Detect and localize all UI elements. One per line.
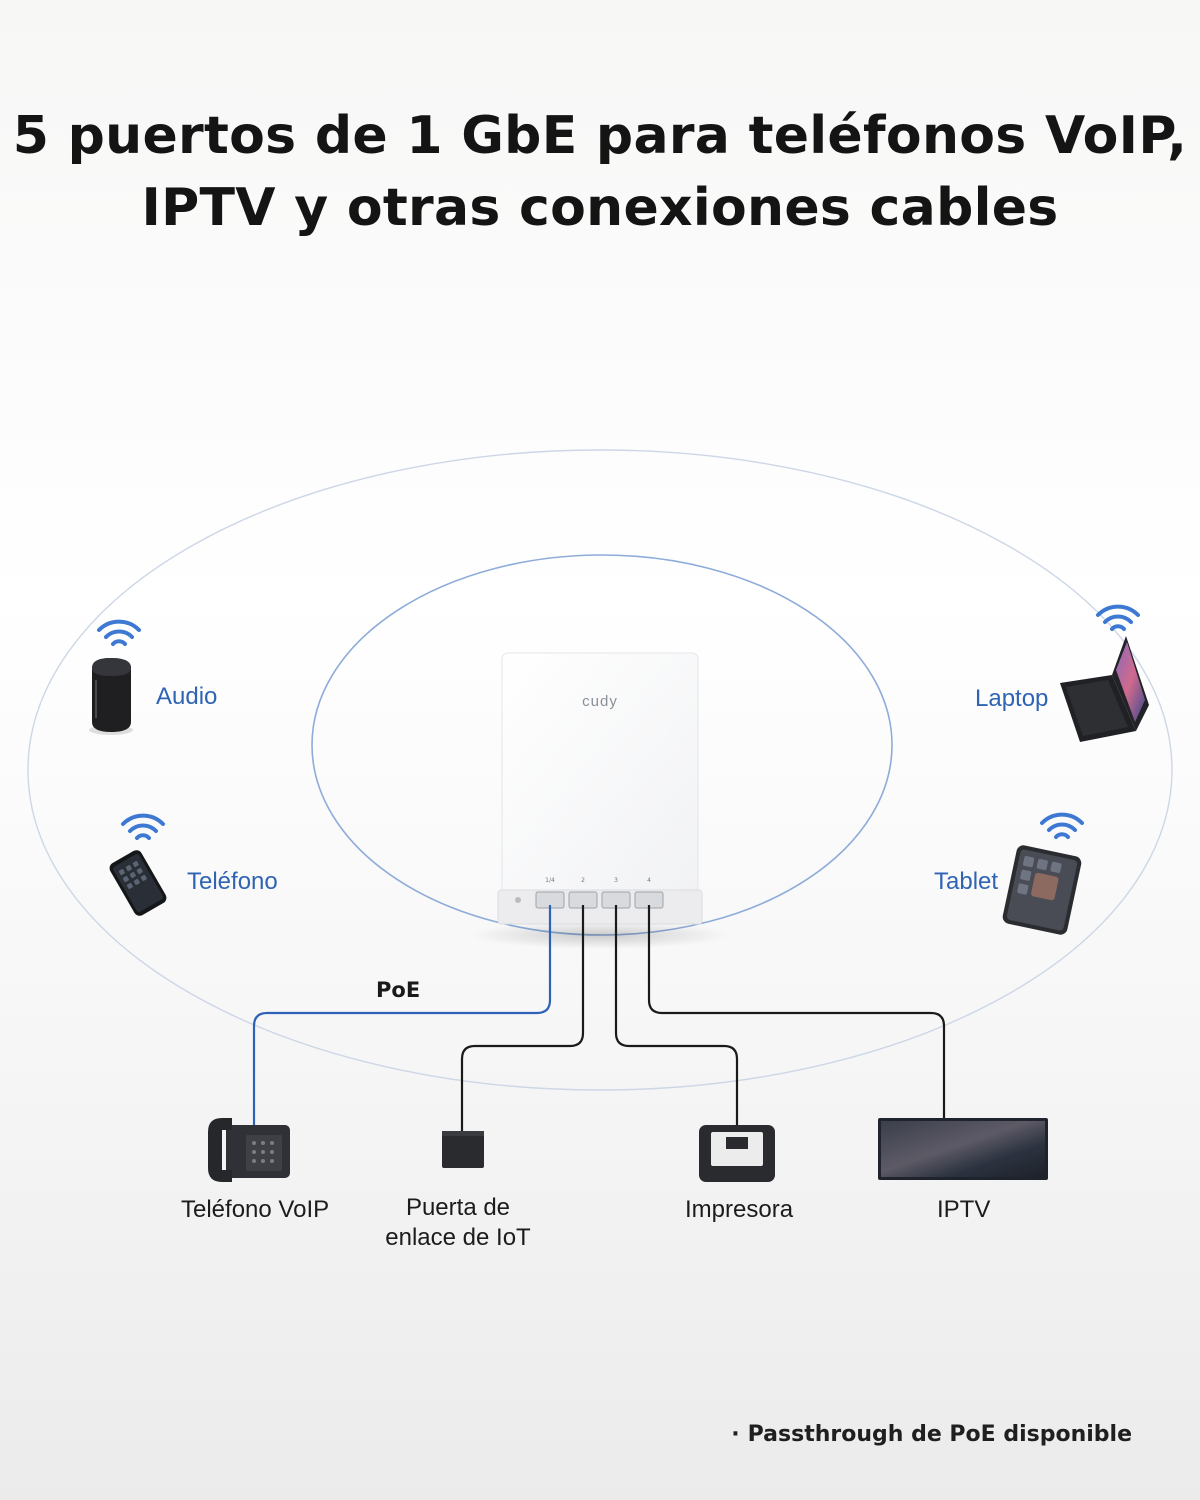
port-label-4: 4: [647, 877, 651, 884]
page-title-line-1: 5 puertos de 1 GbE para teléfonos VoIP,: [12, 106, 1188, 166]
poe-cable: [252, 905, 552, 1125]
iptv-cable: [647, 905, 946, 1120]
wifi-icon: [1040, 812, 1084, 839]
printer-icon: [699, 1125, 775, 1182]
port-label-3: 3: [614, 877, 618, 884]
wired-label-iptv: IPTV: [937, 1196, 991, 1223]
page-title: 5 puertos de 1 GbE para teléfonos VoIP, …: [0, 100, 1200, 244]
smartphone-icon: [109, 850, 167, 916]
footnote-text: Passthrough de PoE disponible: [747, 1422, 1132, 1447]
wired-label-iot-gateway: Puerta de enlace de IoT: [373, 1193, 543, 1253]
access-point: cudy 1/4 2 3 4: [470, 652, 730, 949]
smart-speaker-icon: [89, 658, 133, 735]
laptop-icon: [1060, 636, 1149, 742]
iot-gateway-icon: [442, 1131, 484, 1168]
page-title-line-2: IPTV y otras conexiones cables: [141, 178, 1059, 238]
wired-label-printer: Impresora: [685, 1196, 794, 1223]
ethernet-ports: [535, 891, 664, 909]
printer-cable: [614, 905, 739, 1127]
tv-icon: [878, 1118, 1048, 1180]
wireless-label-tablet: Tablet: [934, 868, 999, 895]
tablet-icon: [1002, 845, 1082, 935]
outer-coverage-ring: [27, 449, 1173, 1091]
port-label-1: 1/4: [545, 877, 555, 884]
wired-label-iot-gateway-line-2: enlace de IoT: [385, 1224, 531, 1251]
wifi-icon: [1096, 604, 1140, 631]
desk-phone-icon: [208, 1118, 290, 1182]
footnote-bullet: ·: [731, 1422, 740, 1447]
device-brand: cudy: [582, 693, 618, 710]
wired-label-voip-phone: Teléfono VoIP: [181, 1196, 330, 1223]
wireless-label-laptop: Laptop: [975, 685, 1049, 712]
wifi-icon: [121, 813, 165, 840]
iot-cable: [460, 905, 585, 1134]
wireless-label-audio: Audio: [156, 683, 218, 710]
wifi-icon: [97, 619, 141, 646]
port-label-2: 2: [581, 877, 585, 884]
wireless-label-phone: Teléfono: [187, 868, 278, 895]
wired-label-iot-gateway-line-1: Puerta de: [405, 1194, 511, 1221]
poe-label: PoE: [376, 978, 421, 1002]
footnote: · Passthrough de PoE disponible: [731, 1422, 1132, 1447]
